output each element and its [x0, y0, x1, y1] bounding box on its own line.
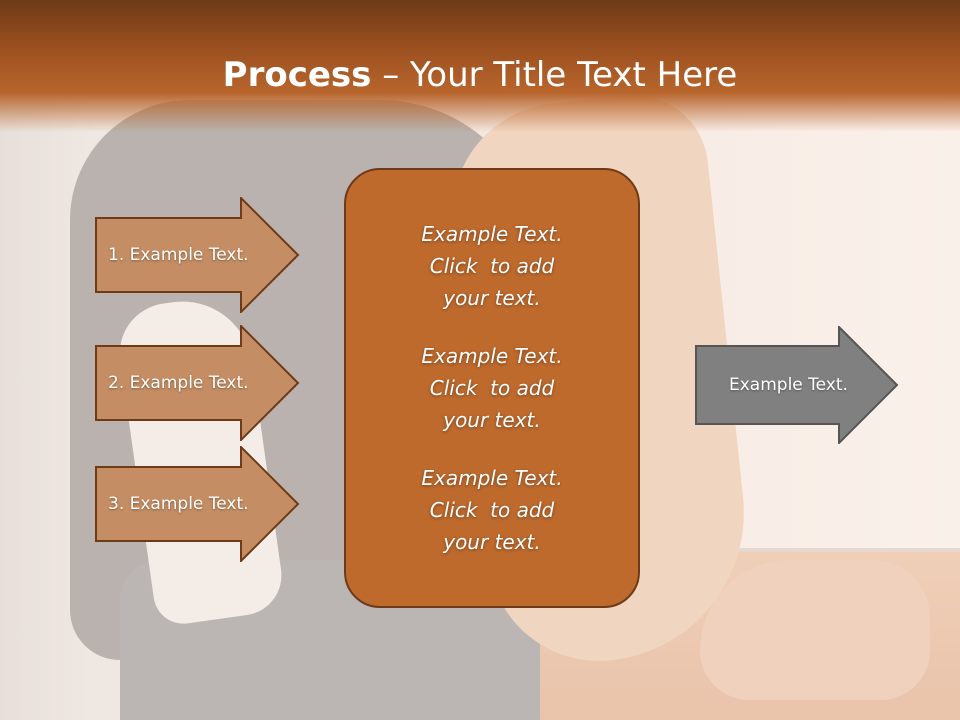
title-strong: Process: [222, 55, 372, 95]
step-arrow-2-label: 2. Example Text.: [108, 373, 249, 393]
result-arrow-shape: [695, 326, 899, 444]
center-text-block-1[interactable]: Example Text. Click to add your text.: [362, 218, 622, 314]
center-text-line: Click to add: [429, 498, 555, 522]
center-text-block-2[interactable]: Example Text. Click to add your text.: [362, 340, 622, 436]
title-rest: Your Title Text Here: [410, 55, 738, 95]
step-arrow-3-label: 3. Example Text.: [108, 494, 249, 514]
center-text-line: Example Text.: [421, 222, 563, 246]
center-text-block-3[interactable]: Example Text. Click to add your text.: [362, 462, 622, 558]
center-text-line: Click to add: [429, 376, 555, 400]
center-text-line: Example Text.: [421, 466, 563, 490]
center-text-line: Example Text.: [421, 344, 563, 368]
center-text-line: your text.: [443, 530, 541, 554]
step-arrow-1-shape: [95, 197, 300, 313]
step-arrow-1[interactable]: 1. Example Text.: [95, 197, 300, 313]
result-arrow[interactable]: Example Text.: [695, 326, 900, 444]
step-arrow-1-label: 1. Example Text.: [108, 245, 249, 265]
title-band: [0, 0, 960, 132]
result-arrow-label: Example Text.: [729, 375, 848, 395]
step-arrow-3-shape: [95, 446, 300, 562]
center-text-line: your text.: [443, 408, 541, 432]
step-arrow-3[interactable]: 3. Example Text.: [95, 446, 300, 562]
title-separator: –: [371, 55, 411, 95]
center-text-line: Click to add: [429, 254, 555, 278]
step-arrow-2[interactable]: 2. Example Text.: [95, 325, 300, 441]
center-text-box[interactable]: Example Text. Click to add your text. Ex…: [344, 168, 640, 608]
center-text-line: your text.: [443, 286, 541, 310]
slide-title[interactable]: Process – Your Title Text Here: [0, 52, 960, 98]
step-arrow-2-shape: [95, 325, 300, 441]
